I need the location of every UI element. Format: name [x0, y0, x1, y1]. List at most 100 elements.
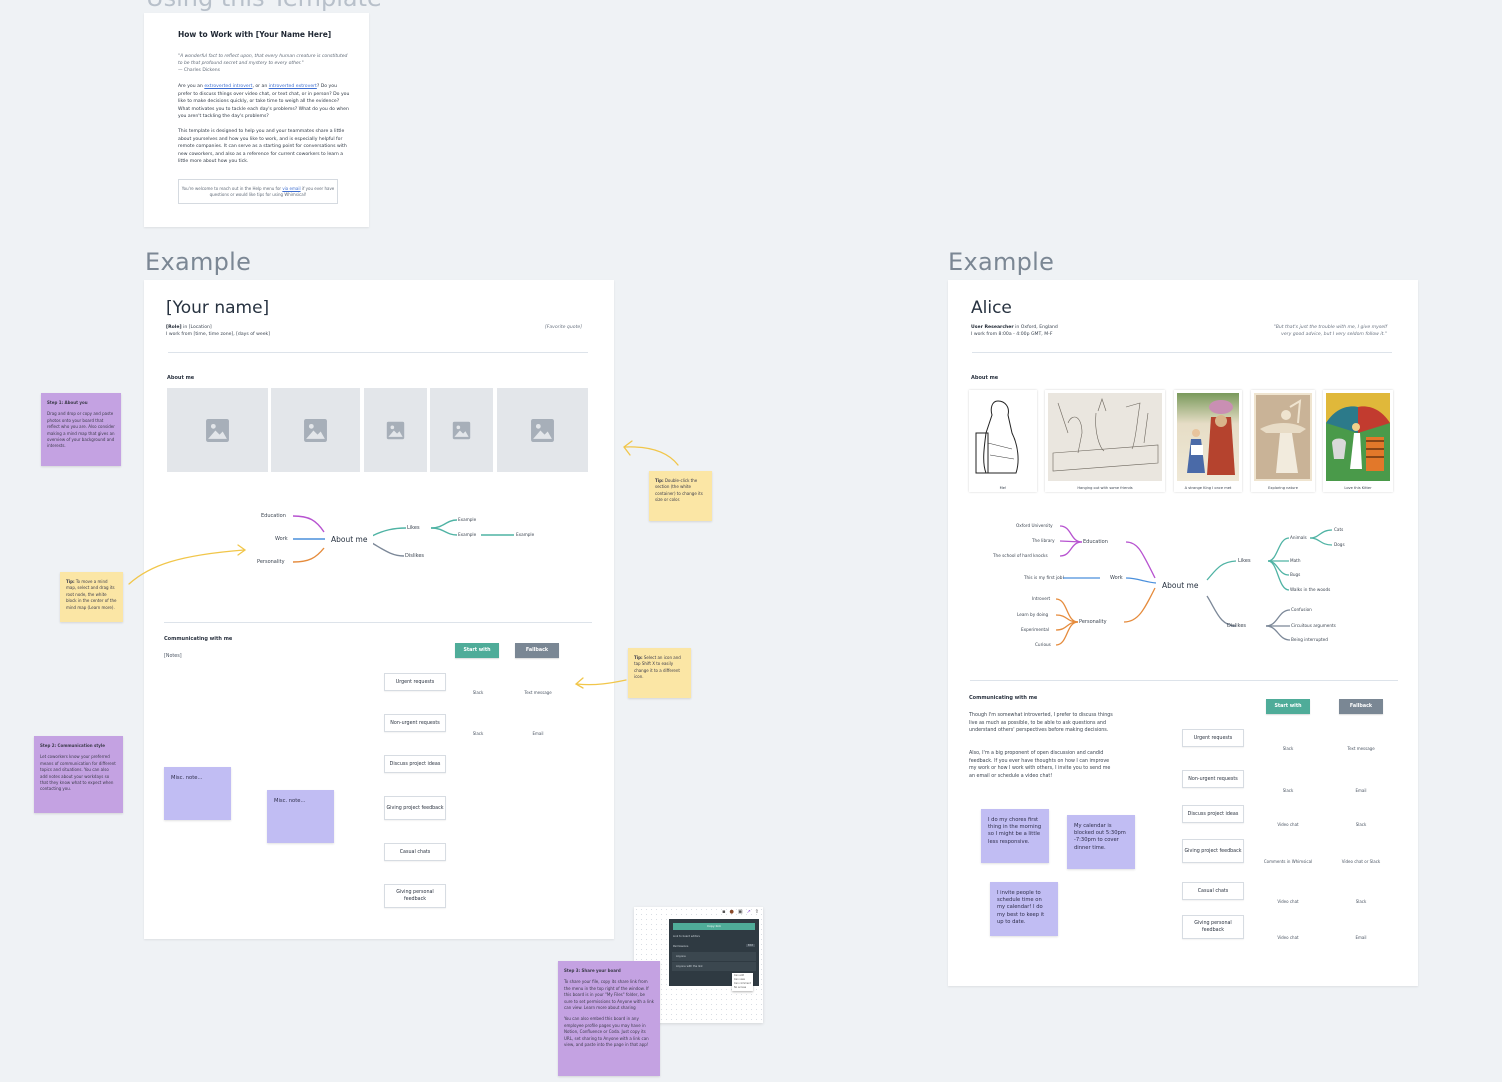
start-with-value[interactable]: Slack: [1282, 746, 1294, 751]
email-link[interactable]: via email: [282, 186, 301, 191]
photo-card[interactable]: Hanging out with some friends: [1045, 390, 1165, 492]
step-1-sticky[interactable]: Step 1: About you Drag and drop or copy …: [41, 393, 121, 466]
fallback-value[interactable]: Video chat or Slack: [1341, 859, 1381, 864]
mindmap-node-dislikes[interactable]: Dislikes: [1227, 623, 1247, 629]
fallback-value[interactable]: Email: [532, 731, 544, 736]
start-with-value[interactable]: Video chat: [1277, 822, 1299, 827]
start-with-value[interactable]: Video chat: [1277, 935, 1299, 940]
photo-image: [1254, 393, 1312, 481]
image-placeholder[interactable]: [364, 388, 427, 472]
photo-card[interactable]: A strange King I once met: [1174, 390, 1242, 492]
tip-label: Tip:: [66, 579, 75, 584]
photo-card[interactable]: Love this Kitter: [1323, 390, 1393, 492]
mindmap-node-example[interactable]: Example: [516, 532, 535, 537]
notes-placeholder[interactable]: [Notes]: [164, 654, 182, 659]
mindmap-root[interactable]: About me: [325, 531, 374, 548]
topic-giving-personal-feedback[interactable]: Giving personal feedback: [1182, 915, 1244, 939]
image-placeholder[interactable]: [167, 388, 268, 472]
step-2-sticky[interactable]: Step 2: Communication style Let coworker…: [34, 736, 123, 813]
start-with-value[interactable]: Slack: [1282, 788, 1294, 793]
mindmap-node[interactable]: Bugs: [1290, 572, 1301, 577]
mindmap-node[interactable]: Learn by doing: [1017, 612, 1049, 617]
dropdown-option[interactable]: Can comment: [734, 982, 751, 985]
topic-giving-personal-feedback[interactable]: Giving personal feedback: [384, 884, 446, 908]
dropdown-option[interactable]: Can edit: [734, 974, 744, 977]
mindmap-node[interactable]: Being interrupted: [1291, 637, 1328, 642]
dropdown-option[interactable]: No access: [734, 986, 747, 989]
mindmap-node[interactable]: Oxford University: [1016, 523, 1053, 528]
image-placeholder[interactable]: [430, 388, 493, 472]
mindmap-node-work[interactable]: Work: [1110, 575, 1123, 581]
mindmap-node[interactable]: Walks in the woods: [1290, 587, 1331, 592]
mindmap-node[interactable]: Circuitous arguments: [1291, 623, 1336, 628]
step-3-sticky[interactable]: Step 3: Share your board To share your f…: [558, 961, 660, 1076]
intro-quote-author: — Charles Dickens: [178, 68, 220, 73]
fallback-value[interactable]: Email: [1355, 935, 1367, 940]
mindmap-node-likes[interactable]: Likes: [407, 525, 420, 531]
topic-urgent-requests[interactable]: Urgent requests: [384, 673, 446, 691]
mindmap-node-likes[interactable]: Likes: [1238, 558, 1251, 564]
start-with-value[interactable]: Slack: [472, 731, 484, 736]
permission-dropdown[interactable]: Can edit Can view Can comment No access: [732, 973, 753, 991]
mindmap-node[interactable]: The school of hard knocks: [993, 553, 1048, 558]
note-sticky[interactable]: I invite people to schedule time on my c…: [990, 882, 1058, 936]
share-panel: Copy link Link to board editors Permissi…: [669, 919, 759, 991]
note-sticky[interactable]: My calendar is blocked out 5:30pm -7:30p…: [1067, 815, 1135, 869]
mindmap-node[interactable]: Experimental: [1021, 627, 1049, 632]
mindmap-node[interactable]: Animals: [1290, 535, 1307, 540]
mindmap-node-personality[interactable]: Personality: [1079, 619, 1107, 625]
photo-card[interactable]: Me!: [969, 390, 1037, 492]
note-sticky[interactable]: I do my chores first thing in the mornin…: [981, 809, 1049, 863]
mindmap-node-personality[interactable]: Personality: [257, 559, 285, 565]
misc-note-sticky[interactable]: Misc. note...: [267, 790, 334, 843]
topic-giving-project-feedback[interactable]: Giving project feedback: [1182, 839, 1244, 863]
mindmap-node-example[interactable]: Example: [458, 532, 477, 537]
help-text: if you ever have questions or would like…: [209, 186, 335, 197]
misc-note-sticky[interactable]: Misc. note...: [164, 767, 231, 820]
template-profile-section[interactable]: [Your name] [Role] in [Location] I work …: [144, 280, 614, 939]
topic-casual-chats[interactable]: Casual chats: [1182, 882, 1244, 900]
mindmap-node[interactable]: Introvert: [1032, 596, 1051, 601]
fallback-value[interactable]: Slack: [1355, 822, 1367, 827]
fallback-value[interactable]: Text message: [524, 690, 552, 695]
mindmap-node[interactable]: This is my first job!: [1024, 575, 1065, 580]
photo-caption: Hanging out with some friends: [1077, 486, 1133, 490]
mindmap-node-example[interactable]: Example: [458, 517, 477, 522]
topic-urgent-requests[interactable]: Urgent requests: [1182, 729, 1244, 747]
topic-non-urgent-requests[interactable]: Non-urgent requests: [1182, 770, 1244, 788]
topic-non-urgent-requests[interactable]: Non-urgent requests: [384, 714, 446, 732]
mindmap-node[interactable]: Math: [1290, 558, 1301, 563]
topic-discuss-project-ideas[interactable]: Discuss project ideas: [1182, 805, 1244, 823]
copy-link-button[interactable]: Copy link: [673, 923, 755, 930]
dropdown-option[interactable]: Can view: [734, 978, 745, 981]
start-with-value[interactable]: Comments in Whimsical: [1263, 859, 1313, 864]
mindmap-node[interactable]: Curious: [1035, 642, 1051, 647]
topic-giving-project-feedback[interactable]: Giving project feedback: [384, 796, 446, 820]
mindmap-node[interactable]: Cats: [1334, 527, 1344, 532]
extroverted-introvert-link[interactable]: extroverted introvert: [204, 84, 253, 89]
mindmap-node-education[interactable]: Education: [261, 513, 286, 519]
tip-icon-sticky[interactable]: Tip: Select an icon and tap Shift X to e…: [628, 648, 691, 698]
mindmap-node-dislikes[interactable]: Dislikes: [405, 553, 425, 559]
mindmap-node[interactable]: The library: [1032, 538, 1055, 543]
image-placeholder[interactable]: [497, 388, 588, 472]
image-placeholder[interactable]: [271, 388, 360, 472]
introverted-extrovert-link[interactable]: introverted extrovert: [268, 84, 317, 89]
mindmap-root[interactable]: About me: [1156, 577, 1205, 594]
mindmap-node-work[interactable]: Work: [275, 536, 288, 542]
tip-mindmap-sticky[interactable]: Tip: To move a mind map, select and drag…: [60, 572, 123, 622]
topic-discuss-project-ideas[interactable]: Discuss project ideas: [384, 755, 446, 773]
fallback-value[interactable]: Slack: [1355, 899, 1367, 904]
fallback-value[interactable]: Email: [1355, 788, 1367, 793]
photo-card[interactable]: Exploring nature: [1251, 390, 1315, 492]
start-with-value[interactable]: Video chat: [1277, 899, 1299, 904]
tip-section-sticky[interactable]: Tip: Double-click the section (the white…: [649, 471, 712, 521]
mindmap-node-education[interactable]: Education: [1083, 539, 1108, 545]
start-with-value[interactable]: Slack: [472, 690, 484, 695]
mindmap-node[interactable]: Confusion: [1291, 607, 1312, 612]
topic-casual-chats[interactable]: Casual chats: [384, 843, 446, 861]
intro-card[interactable]: How to Work with [Your Name Here] "A won…: [144, 13, 369, 227]
mindmap-node[interactable]: Dogs: [1334, 542, 1345, 547]
fallback-value[interactable]: Text message: [1347, 746, 1375, 751]
alice-profile-section[interactable]: Alice User Researcher in Oxford, England…: [948, 280, 1418, 986]
